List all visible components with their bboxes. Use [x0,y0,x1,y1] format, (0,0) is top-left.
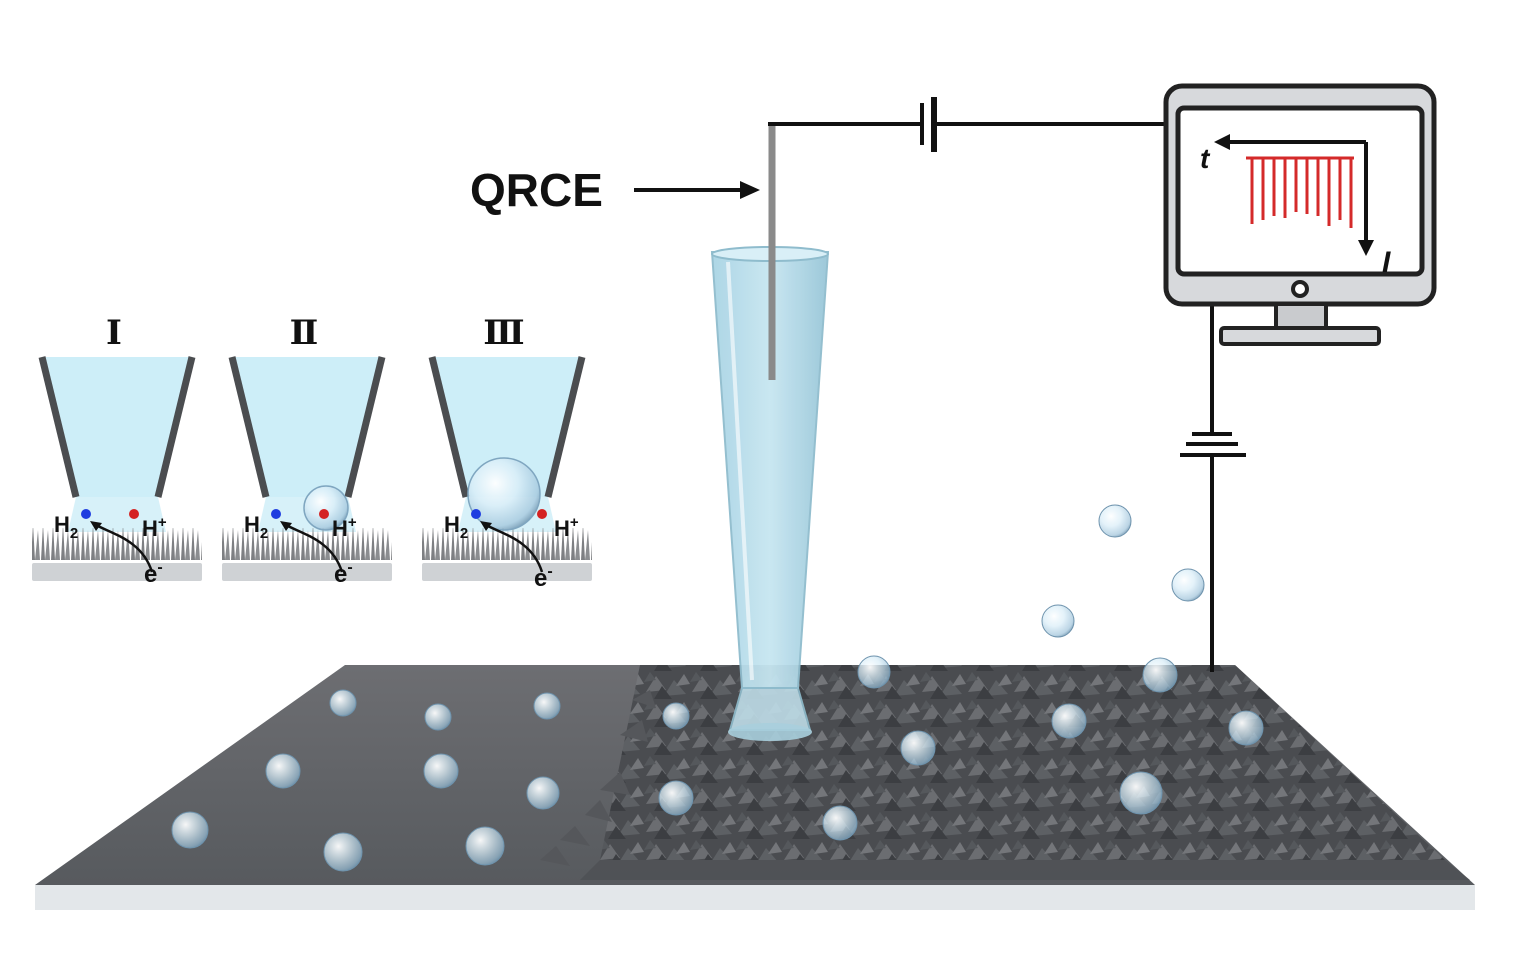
time-axis-label: t [1200,143,1211,174]
bubble [323,832,363,872]
current-spikes [1246,156,1354,228]
meniscus-footprint [728,723,812,741]
bubble [1041,604,1075,638]
tip-electrolyte [232,357,382,497]
pipette-highlight [726,261,754,681]
stage-label: Ⅲ [483,313,524,353]
current-axis-arrow [1358,240,1374,256]
tip-wall-right [154,356,196,498]
bubble [857,655,891,689]
bubble [465,826,505,866]
current-axis-label: I [1382,246,1391,279]
electron-transfer-arrow-head [280,521,292,531]
inset-substrate [422,563,592,581]
nanosheet-edge [580,860,1470,880]
qrce-callout: QRCE [470,164,760,216]
tip-wall-right [544,356,586,498]
h2-dot [471,509,481,519]
hplus-dot [537,509,547,519]
stage-label: Ⅰ [106,313,122,353]
nanopipette [710,124,830,741]
monitor-screen [1175,105,1425,277]
inset-substrate [222,563,392,581]
bubble [900,730,936,766]
bubble [1098,504,1132,538]
time-axis-arrow [1214,134,1230,150]
electron-label: e- [144,559,163,588]
electron-transfer-arrow-head [480,521,492,531]
h2-dot [81,509,91,519]
hplus-dot [129,509,139,519]
tip-electrolyte [42,357,192,497]
monitor-stand [1219,326,1381,346]
substrate [35,665,1475,910]
inset-substrate [32,563,202,581]
bubble [662,702,690,730]
qrce-label: QRCE [470,164,603,216]
bubble [1119,771,1163,815]
monitor: t I [1163,83,1437,346]
electron-transfer-arrow [93,522,154,573]
circuit [768,97,1246,672]
bubble [171,811,209,849]
boundary-flakes [540,690,656,866]
floating-bubbles [1041,504,1205,638]
surface-bubbles [171,655,1264,872]
bubble [526,776,560,810]
bubble [423,753,459,789]
tip-wall-left [228,356,270,498]
tip-wall-left [38,356,80,498]
current-trace-plot: t I [1200,134,1391,279]
substrate-side [35,885,1475,910]
stage-label: Ⅱ [290,313,319,353]
electron-label: e- [334,559,353,588]
h2-dot [271,509,281,519]
electron-transfer-arrow [283,522,344,573]
nanosheet-region [600,665,1445,860]
gas-bubble [467,457,541,531]
electron-transfer-arrow-head [90,521,102,531]
bubble [658,780,694,816]
tip-wall-right [344,356,386,498]
bubble [822,805,858,841]
electron-transfer-arrow [483,522,544,573]
bubble [1142,657,1178,693]
tip-wall-left [428,356,470,498]
bubble [533,692,561,720]
bubble [1171,568,1205,602]
hplus-dot [319,509,329,519]
monitor-power-button [1291,280,1309,298]
qrce-arrow-head [740,181,760,199]
electron-label: e- [534,563,553,592]
bubble [424,703,452,731]
bubble [329,689,357,717]
gas-bubble [303,485,349,531]
bubble [265,753,301,789]
tip-electrolyte [432,357,582,497]
bubble [1051,703,1087,739]
bubble [1228,710,1264,746]
